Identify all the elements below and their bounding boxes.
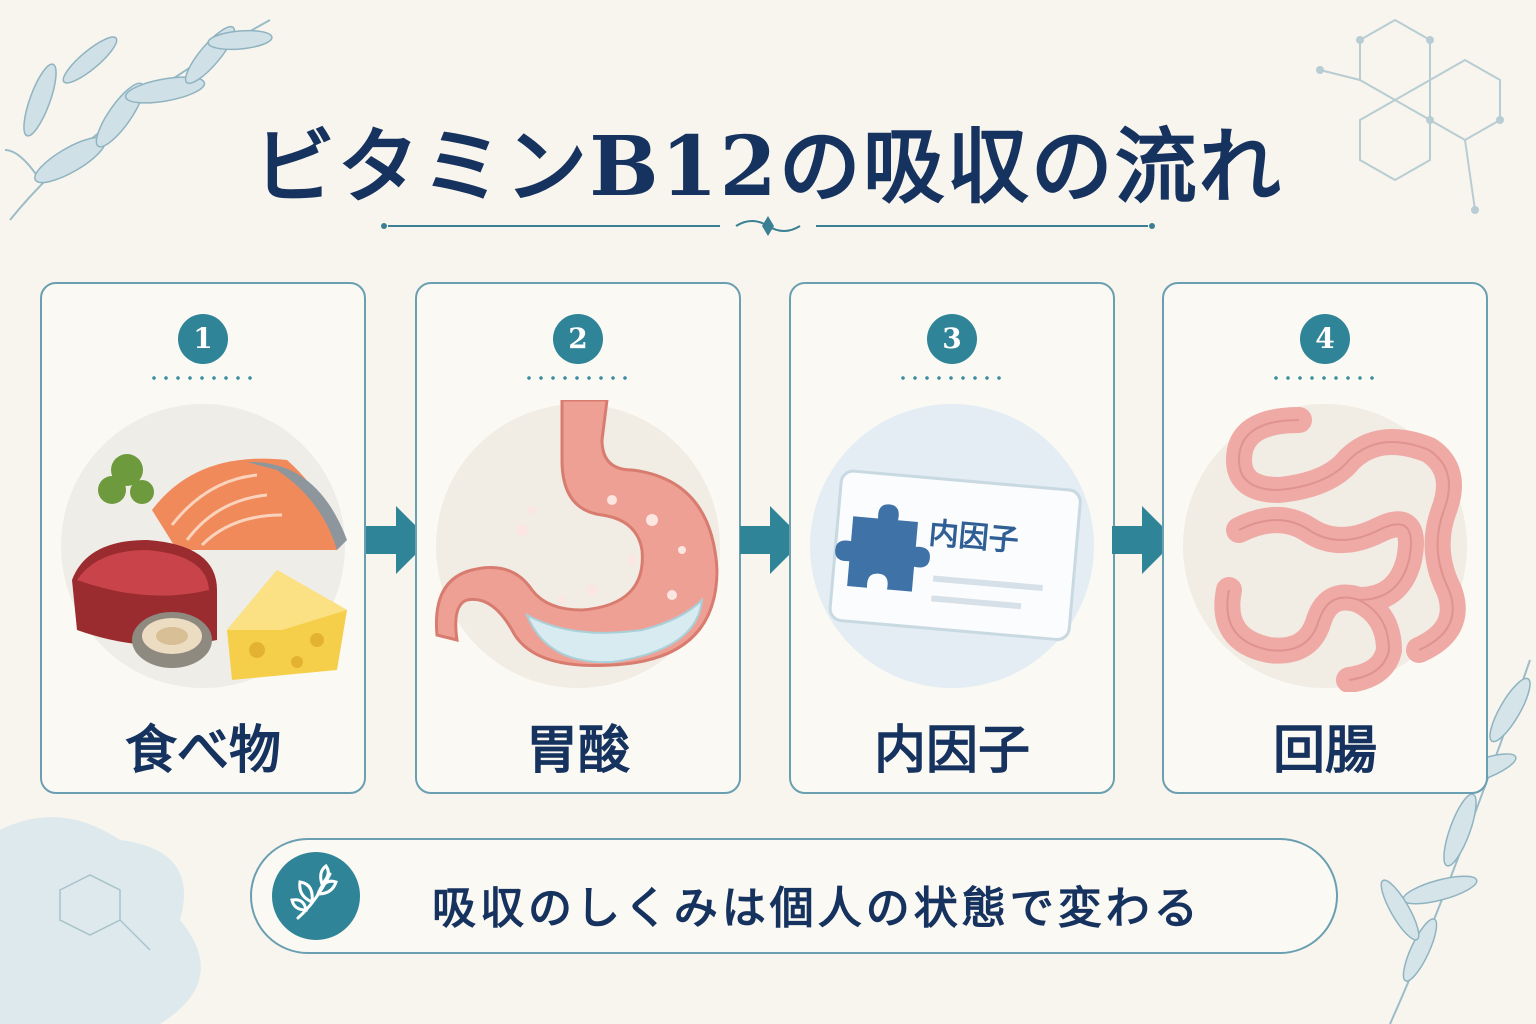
dotted-divider — [1270, 376, 1380, 380]
step-card-ileum: 4 回腸 — [1162, 282, 1488, 794]
dotted-divider — [148, 376, 258, 380]
intrinsic-factor-card-text: 内因子 — [927, 516, 1021, 559]
watercolor-splash-bottom-left — [0, 817, 201, 1024]
step-label: 胃酸 — [525, 721, 630, 781]
step-number-badge: 2 — [553, 314, 603, 364]
leaf-branch-top-left-icon — [4, 19, 273, 221]
title-divider-ornament — [381, 216, 1155, 236]
step-label: 回腸 — [1272, 721, 1377, 781]
leaf-sprout-icon — [272, 852, 360, 940]
food-icon — [61, 404, 347, 688]
molecule-hexagon-icon — [1316, 18, 1504, 214]
ileum-intestine-icon — [1183, 404, 1467, 692]
step-label: 食べ物 — [124, 721, 281, 781]
flow-arrow-icon — [1112, 506, 1176, 574]
step-card-intrinsic-factor: 3 内因子 内因子 — [789, 282, 1115, 794]
step-number-badge: 4 — [1300, 314, 1350, 364]
step-number-badge: 3 — [927, 314, 977, 364]
dotted-divider — [523, 376, 633, 380]
step-card-stomach-acid: 2 胃酸 — [415, 282, 741, 794]
note-text: 吸収のしくみは個人の状態で変わる — [432, 883, 1202, 934]
page-title: ビタミンB12の吸収の流れ — [253, 119, 1283, 215]
step-number-badge: 1 — [178, 314, 228, 364]
step-card-food: 1 食べ物 — [40, 282, 366, 794]
note-banner: 吸収のしくみは個人の状態で変わる — [250, 838, 1338, 954]
step-label: 内因子 — [873, 721, 1030, 781]
stomach-icon — [434, 400, 720, 688]
flow-arrow-icon — [740, 506, 804, 574]
dotted-divider — [897, 376, 1007, 380]
intrinsic-factor-card-icon — [810, 404, 1094, 688]
flow-arrow-icon — [366, 506, 430, 574]
